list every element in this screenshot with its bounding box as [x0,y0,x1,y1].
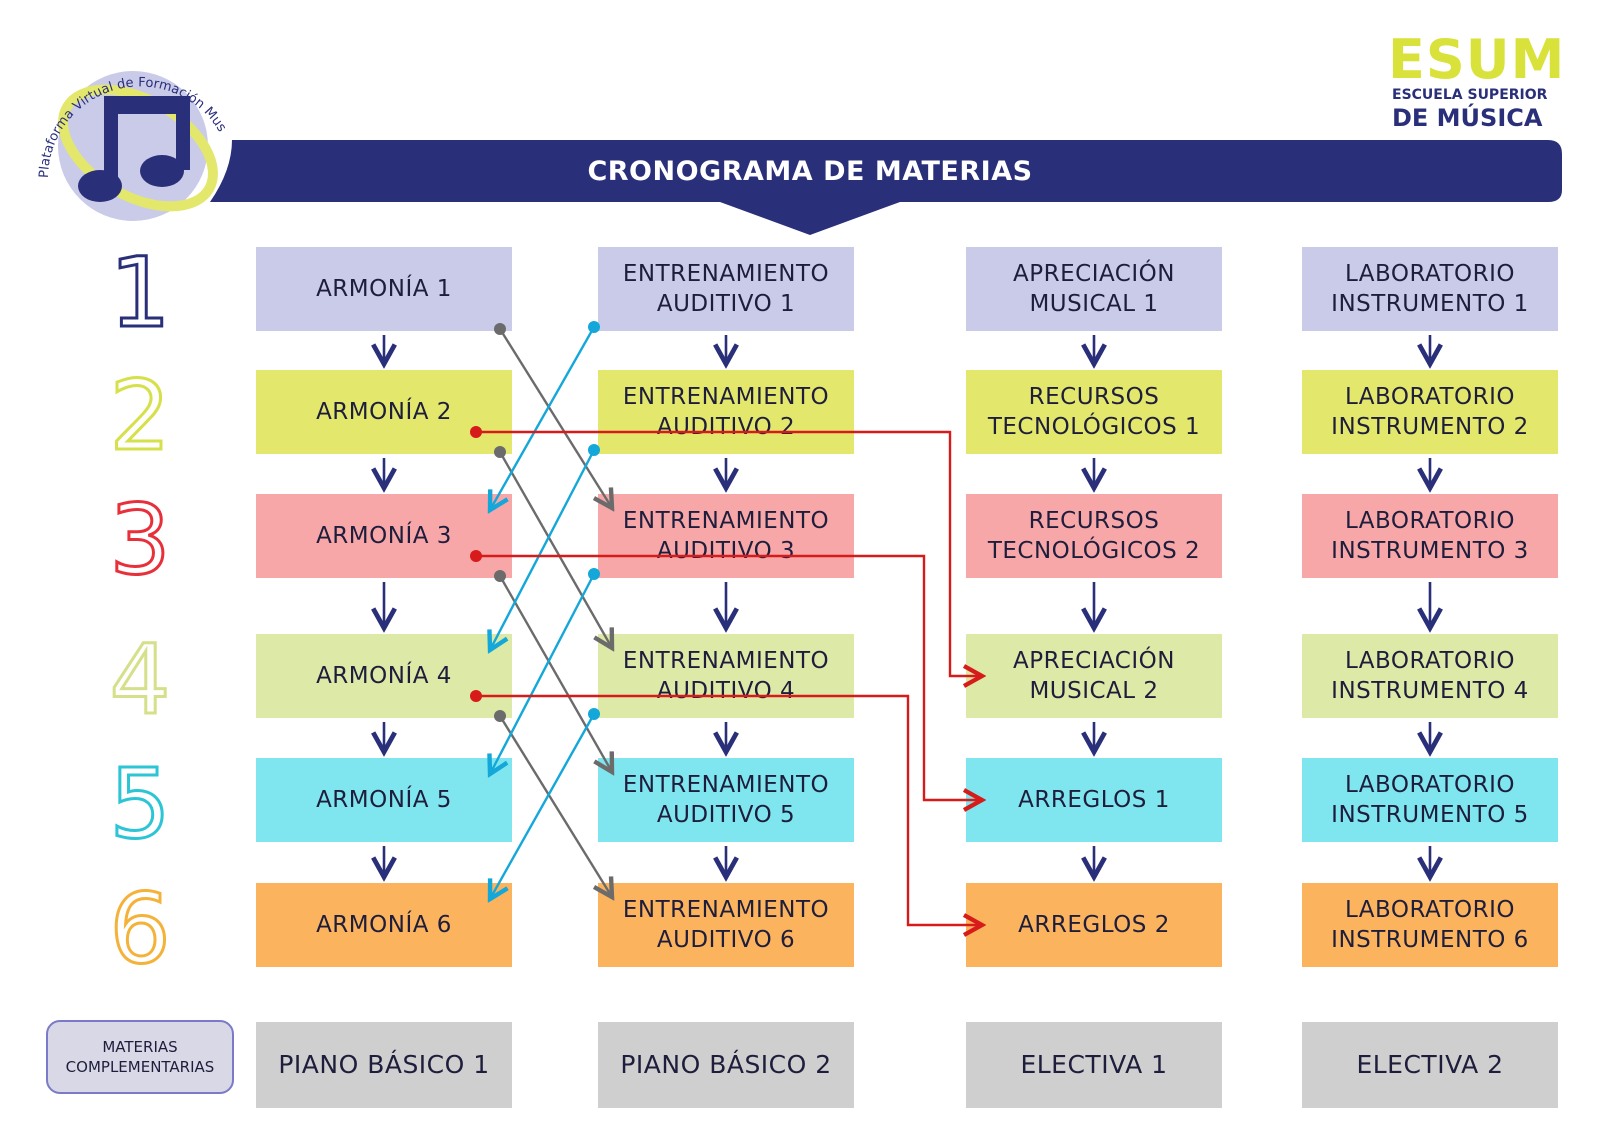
red-prereq-arrow-4-6 [476,694,982,925]
subject-box-c2-r3: ENTRENAMIENTO AUDITIVO 3 [598,494,854,578]
complementary-box-3: ELECTIVA 1 [966,1022,1222,1108]
esum-logo-line1: ESCUELA SUPERIOR [1392,87,1548,103]
subject-box-c4-r2: LABORATORIO INSTRUMENTO 2 [1302,370,1558,454]
cyan-prereq-arrow-2-4 [490,449,596,650]
level-number-3: 3 [108,488,172,588]
subject-box-c3-r5: ARREGLOS 1 [966,758,1222,842]
red-prereq-arrow-2-4 [476,430,982,676]
svg-text:6: 6 [109,877,170,977]
complementary-label: MATERIAS COMPLEMENTARIAS [46,1020,234,1094]
svg-text:2: 2 [109,364,170,464]
red-prereq-arrow-3-5 [476,554,982,800]
gray-prereq-arrow-3-5 [498,575,612,772]
gray-prereq-arrow-2-4 [498,451,612,648]
subject-box-c2-r4: ENTRENAMIENTO AUDITIVO 4 [598,634,854,718]
level-number-5: 5 [108,752,172,852]
platform-logo: Plataforma Virtual de Formación Musical [28,38,238,228]
gray-prereq-arrow-4-6 [498,715,612,897]
subject-box-c1-r4: ARMONÍA 4 [256,634,512,718]
level-number-1: 1 [108,241,172,341]
subject-box-c4-r5: LABORATORIO INSTRUMENTO 5 [1302,758,1558,842]
complementary-box-2: PIANO BÁSICO 2 [598,1022,854,1108]
esum-logo-text: ESUM [1388,28,1566,91]
level-number-2: 2 [108,364,172,464]
subject-box-c3-r2: RECURSOS TECNOLÓGICOS 1 [966,370,1222,454]
complementary-box-4: ELECTIVA 2 [1302,1022,1558,1108]
subject-box-c1-r3: ARMONÍA 3 [256,494,512,578]
page-title: CRONOGRAMA DE MATERIAS [587,156,1033,187]
cyan-prereq-arrow-1-3 [490,326,596,510]
subject-box-c1-r1: ARMONÍA 1 [256,247,512,331]
gray-prereq-arrow-1-3 [498,328,612,508]
subject-box-c2-r5: ENTRENAMIENTO AUDITIVO 5 [598,758,854,842]
svg-text:3: 3 [109,488,170,588]
svg-text:1: 1 [109,241,170,341]
title-banner [210,140,1562,235]
subject-box-c2-r2: ENTRENAMIENTO AUDITIVO 2 [598,370,854,454]
cyan-prereq-arrow-3-5 [490,573,596,774]
subject-box-c1-r6: ARMONÍA 6 [256,883,512,967]
subject-box-c3-r1: APRECIACIÓN MUSICAL 1 [966,247,1222,331]
subject-box-c2-r1: ENTRENAMIENTO AUDITIVO 1 [598,247,854,331]
music-note-logo-icon: Plataforma Virtual de Formación Musical [28,38,229,221]
subject-box-c4-r6: LABORATORIO INSTRUMENTO 6 [1302,883,1558,967]
cyan-prereq-arrow-4-6 [490,713,596,899]
level-number-6: 6 [108,877,172,977]
subject-box-c4-r3: LABORATORIO INSTRUMENTO 3 [1302,494,1558,578]
subject-box-c3-r6: ARREGLOS 2 [966,883,1222,967]
subject-box-c2-r6: ENTRENAMIENTO AUDITIVO 6 [598,883,854,967]
subject-box-c1-r2: ARMONÍA 2 [256,370,512,454]
svg-text:4: 4 [109,628,170,728]
subject-box-c3-r4: APRECIACIÓN MUSICAL 2 [966,634,1222,718]
subject-box-c1-r5: ARMONÍA 5 [256,758,512,842]
subject-box-c4-r1: LABORATORIO INSTRUMENTO 1 [1302,247,1558,331]
svg-text:5: 5 [109,752,170,852]
esum-logo-line2: DE MÚSICA [1392,104,1543,132]
subject-box-c3-r3: RECURSOS TECNOLÓGICOS 2 [966,494,1222,578]
complementary-box-1: PIANO BÁSICO 1 [256,1022,512,1108]
level-number-4: 4 [108,628,172,728]
subject-box-c4-r4: LABORATORIO INSTRUMENTO 4 [1302,634,1558,718]
